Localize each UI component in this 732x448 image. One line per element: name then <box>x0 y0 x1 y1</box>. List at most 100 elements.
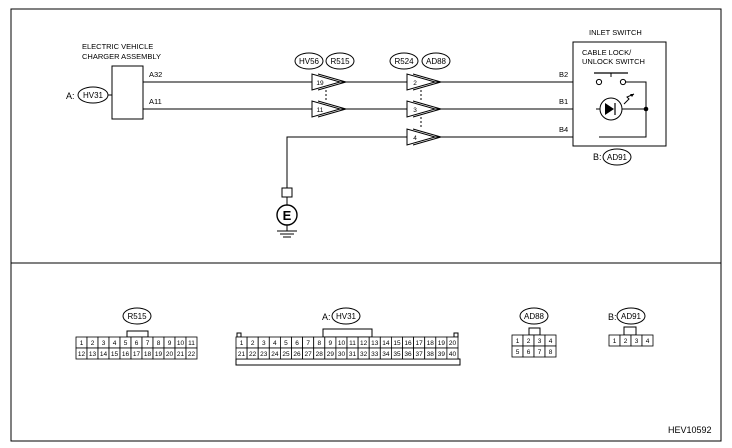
hv31-face-latch <box>322 328 373 338</box>
r515-pin-number: 5 <box>124 340 128 347</box>
ad91-face-latch <box>623 326 637 336</box>
hv31-pin-number: 35 <box>393 351 401 358</box>
inline-connector-3-mate <box>412 100 443 118</box>
charger-title-line2: CHARGER ASSEMBLY <box>82 52 161 61</box>
r515-pin-number: 14 <box>100 351 108 358</box>
ad88-pin-number: 8 <box>549 349 553 356</box>
r515-pin-number: 16 <box>122 351 130 358</box>
hv31-pin-number: 20 <box>449 340 457 347</box>
hv31-pin-number: 1 <box>240 340 244 347</box>
inline-connector-11-mate <box>317 100 348 118</box>
ad88-pin-cell <box>544 345 557 358</box>
hv31-pin-number: 23 <box>260 351 268 358</box>
hv31-pin-number: 16 <box>404 340 412 347</box>
hv31-pin-number: 3 <box>262 340 266 347</box>
charger-title-line1: ELECTRIC VEHICLE <box>82 42 153 51</box>
inline-pin-19: 19 <box>316 80 324 87</box>
junction-dot <box>643 106 649 112</box>
hv31-face-bubble <box>331 307 361 325</box>
hv31-pin-number: 39 <box>438 351 446 358</box>
ad88-pin-number: 1 <box>516 338 520 345</box>
hv31-face-guide-left <box>236 332 242 338</box>
r515-pin-number: 13 <box>89 351 97 358</box>
hv31-face-bottom-rail <box>235 358 461 366</box>
ad88-pin-number: 7 <box>538 349 542 356</box>
hv31-pin-number: 21 <box>238 351 246 358</box>
inline-pin-11: 11 <box>317 107 324 114</box>
pin-b2-label: B2 <box>559 70 568 79</box>
outer-frame <box>10 8 722 442</box>
inline-pin-4: 4 <box>413 135 417 142</box>
hv31-pin-cell <box>446 347 459 360</box>
inline-connector-2 <box>406 73 437 91</box>
inline-pin-2: 2 <box>413 80 417 87</box>
hv31-face-guide-right <box>453 332 459 338</box>
hv31-face-prefix: A: <box>322 312 331 322</box>
r515-pin-number: 4 <box>113 340 117 347</box>
ad91-pin-number: 1 <box>613 338 617 345</box>
r524-bubble-label: R524 <box>394 57 414 66</box>
hv56-bubble <box>294 52 324 70</box>
hv31-pin-number: 15 <box>393 340 401 347</box>
led-emission-arrow-1 <box>623 93 635 105</box>
hv31-pin-number: 40 <box>449 351 457 358</box>
r515-bubble-label: R515 <box>330 57 350 66</box>
hv31-pin-number: 5 <box>284 340 288 347</box>
ad88-bubble <box>421 52 451 70</box>
r515-face-latch <box>126 330 149 338</box>
r515-pin-number: 11 <box>188 340 195 347</box>
hv31-pin-number: 18 <box>427 340 435 347</box>
r524-bubble <box>389 52 419 70</box>
pin-b4-label: B4 <box>559 125 568 134</box>
inlet-switch-box <box>572 41 667 147</box>
r515-face-bubble <box>122 307 152 325</box>
r515-pin-number: 7 <box>146 340 150 347</box>
ad88-bubble-label: AD88 <box>426 57 447 66</box>
inline-connector-2-mate <box>412 73 443 91</box>
ad88-pin-number: 2 <box>527 338 531 345</box>
r515-pin-number: 1 <box>80 340 84 347</box>
hv31-pin-number: 10 <box>338 340 346 347</box>
r515-pin-number: 10 <box>177 340 185 347</box>
ad88-face-label: AD88 <box>524 312 545 321</box>
hv31-pin-number: 36 <box>404 351 412 358</box>
r515-pin-cell <box>185 347 198 360</box>
hv31-pin-number: 28 <box>316 351 324 358</box>
hv31-pin-number: 31 <box>349 351 357 358</box>
r515-pin-number: 3 <box>102 340 106 347</box>
hv31-pin-number: 11 <box>349 340 356 347</box>
r515-pin-number: 6 <box>135 340 139 347</box>
charger-assembly-box <box>111 65 144 120</box>
ground-terminal <box>281 187 293 198</box>
hv31-pin-number: 19 <box>438 340 446 347</box>
cable-lock-label-line1: CABLE LOCK/ <box>582 48 632 57</box>
ground-letter: E <box>283 208 292 223</box>
ad91-face-bubble <box>616 307 646 325</box>
hv31-pin-number: 9 <box>329 340 333 347</box>
figure-reference: HEV10592 <box>668 425 712 435</box>
inline-pin-3: 3 <box>413 107 417 114</box>
switch-contact-right <box>619 78 627 86</box>
hv31-pin-number: 37 <box>416 351 424 358</box>
ad91-face-prefix: B: <box>608 312 617 322</box>
hv56-bubble-label: HV56 <box>299 57 320 66</box>
inlet-connector-prefix: B: <box>593 152 602 162</box>
inline-connector-3 <box>406 100 437 118</box>
hv31-pin-number: 6 <box>295 340 299 347</box>
hv31-pin-number: 25 <box>282 351 290 358</box>
ad91-pin-number: 4 <box>646 338 650 345</box>
pin-b1-label: B1 <box>559 97 568 106</box>
inline-connector-19-mate <box>317 73 348 91</box>
r515-pin-number: 22 <box>188 351 196 358</box>
led-diode-triangle <box>605 103 614 115</box>
ad88-pin-number: 4 <box>549 338 553 345</box>
hv31-pin-number: 8 <box>317 340 321 347</box>
cable-lock-label-line2: UNLOCK SWITCH <box>582 57 645 66</box>
hv31-pin-number: 12 <box>360 340 368 347</box>
hv31-pin-number: 17 <box>416 340 424 347</box>
hv31-face-label: HV31 <box>336 312 357 321</box>
